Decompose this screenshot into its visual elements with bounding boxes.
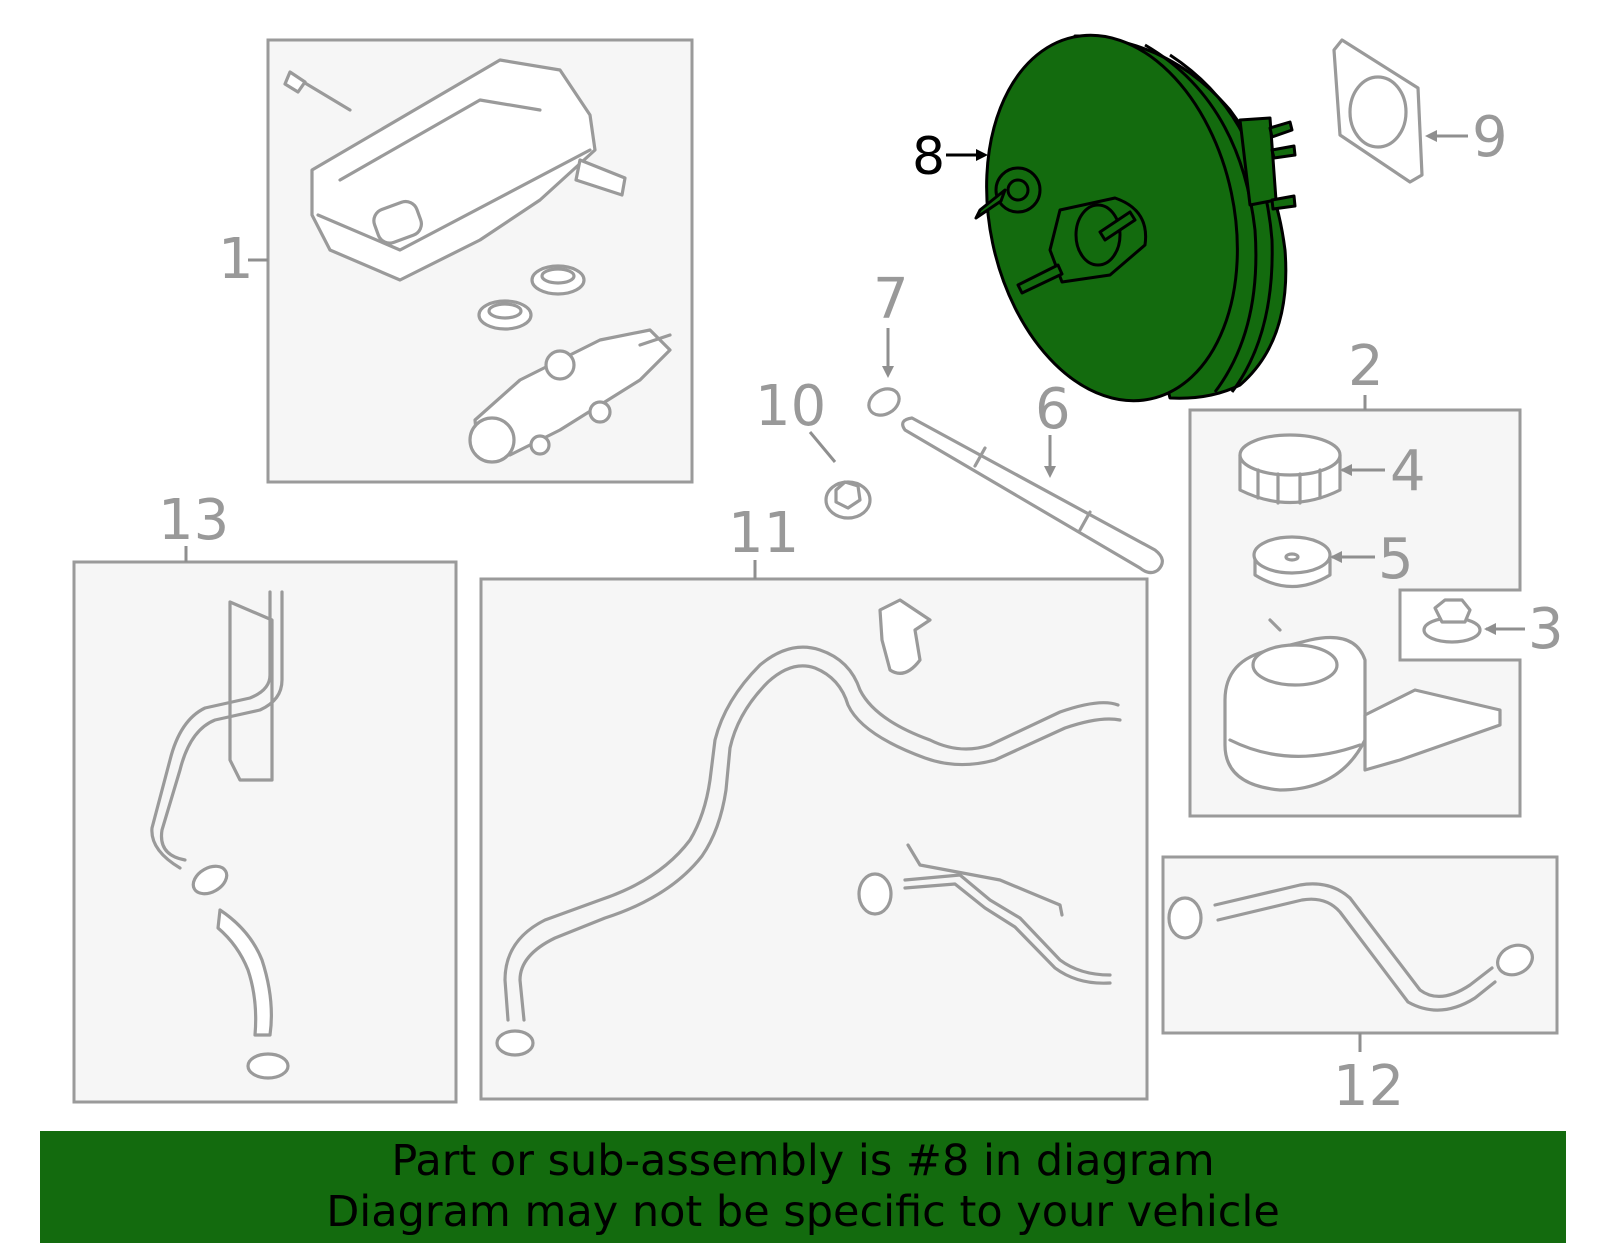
reservoir-drawing — [283, 58, 627, 282]
callout-8-label: 8 — [912, 127, 945, 187]
fluid-reservoir-drawing — [1223, 618, 1502, 792]
callout-6-label: 6 — [1035, 377, 1071, 442]
cap-drawing — [1238, 433, 1342, 505]
callout-11-label: 11 — [728, 501, 799, 566]
callout-12-label: 12 — [1333, 1054, 1404, 1119]
callout-9: 9 — [1425, 105, 1508, 170]
part-11-box — [479, 577, 1149, 1101]
callout-10-label: 10 — [755, 374, 826, 439]
callout-10: 10 — [755, 374, 837, 463]
callout-1: 1 — [218, 227, 268, 292]
banner-line-2: Diagram may not be specific to your vehi… — [326, 1187, 1280, 1237]
callout-1-label: 1 — [218, 227, 254, 292]
callout-3: 3 — [1484, 597, 1564, 662]
callout-7: 7 — [873, 267, 909, 378]
part-12-box — [1161, 855, 1559, 1035]
part-8-group[interactable]: 8 — [912, 12, 1297, 425]
callout-9-label: 9 — [1472, 105, 1508, 170]
brake-booster-drawing — [974, 33, 1297, 403]
nut-3-drawing — [1422, 598, 1482, 644]
callout-2: 2 — [1348, 334, 1384, 410]
callout-3-label: 3 — [1528, 597, 1564, 662]
callout-7-label: 7 — [873, 267, 909, 332]
seal-drawings — [477, 264, 586, 331]
part-1-group[interactable]: 1 — [218, 38, 694, 484]
callout-4-label: 4 — [1390, 439, 1426, 504]
master-cylinder-drawing — [468, 328, 672, 464]
cap-seal-drawing — [1252, 535, 1332, 589]
callout-5-label: 5 — [1378, 527, 1414, 592]
part-11-group[interactable]: 11 — [479, 501, 1149, 1101]
part-6-group[interactable]: 6 — [901, 377, 1164, 575]
part-12-group[interactable]: 12 — [1161, 855, 1559, 1119]
vacuum-tube-13-drawing — [150, 590, 290, 1080]
part-10-group[interactable]: 10 — [755, 374, 872, 520]
part-9-group[interactable]: 9 — [1332, 38, 1508, 184]
vacuum-tube-12-drawing — [1167, 882, 1534, 1012]
nut-10-drawing — [824, 480, 872, 520]
part-2-group[interactable]: 2 3 4 5 — [1188, 334, 1564, 818]
part-7-group[interactable]: 7 — [864, 267, 909, 420]
callout-6: 6 — [1035, 377, 1071, 478]
callout-5: 5 — [1330, 527, 1414, 592]
banner-line-1: Part or sub-assembly is #8 in diagram — [391, 1136, 1215, 1186]
callout-13: 13 — [158, 488, 229, 562]
callout-4: 4 — [1340, 439, 1426, 504]
part-13-group[interactable]: 13 — [72, 488, 458, 1104]
gasket-drawing — [1332, 38, 1424, 184]
clip-7-drawing — [867, 387, 901, 417]
callout-8: 8 — [912, 127, 988, 187]
vacuum-hose-11-drawing — [495, 598, 1122, 1057]
callout-12: 12 — [1333, 1033, 1404, 1119]
rod-drawing — [901, 416, 1164, 575]
callout-13-label: 13 — [158, 488, 229, 553]
callout-2-label: 2 — [1348, 334, 1384, 399]
notice-banner: Part or sub-assembly is #8 in diagram Di… — [40, 1131, 1566, 1243]
callout-11: 11 — [728, 501, 799, 579]
